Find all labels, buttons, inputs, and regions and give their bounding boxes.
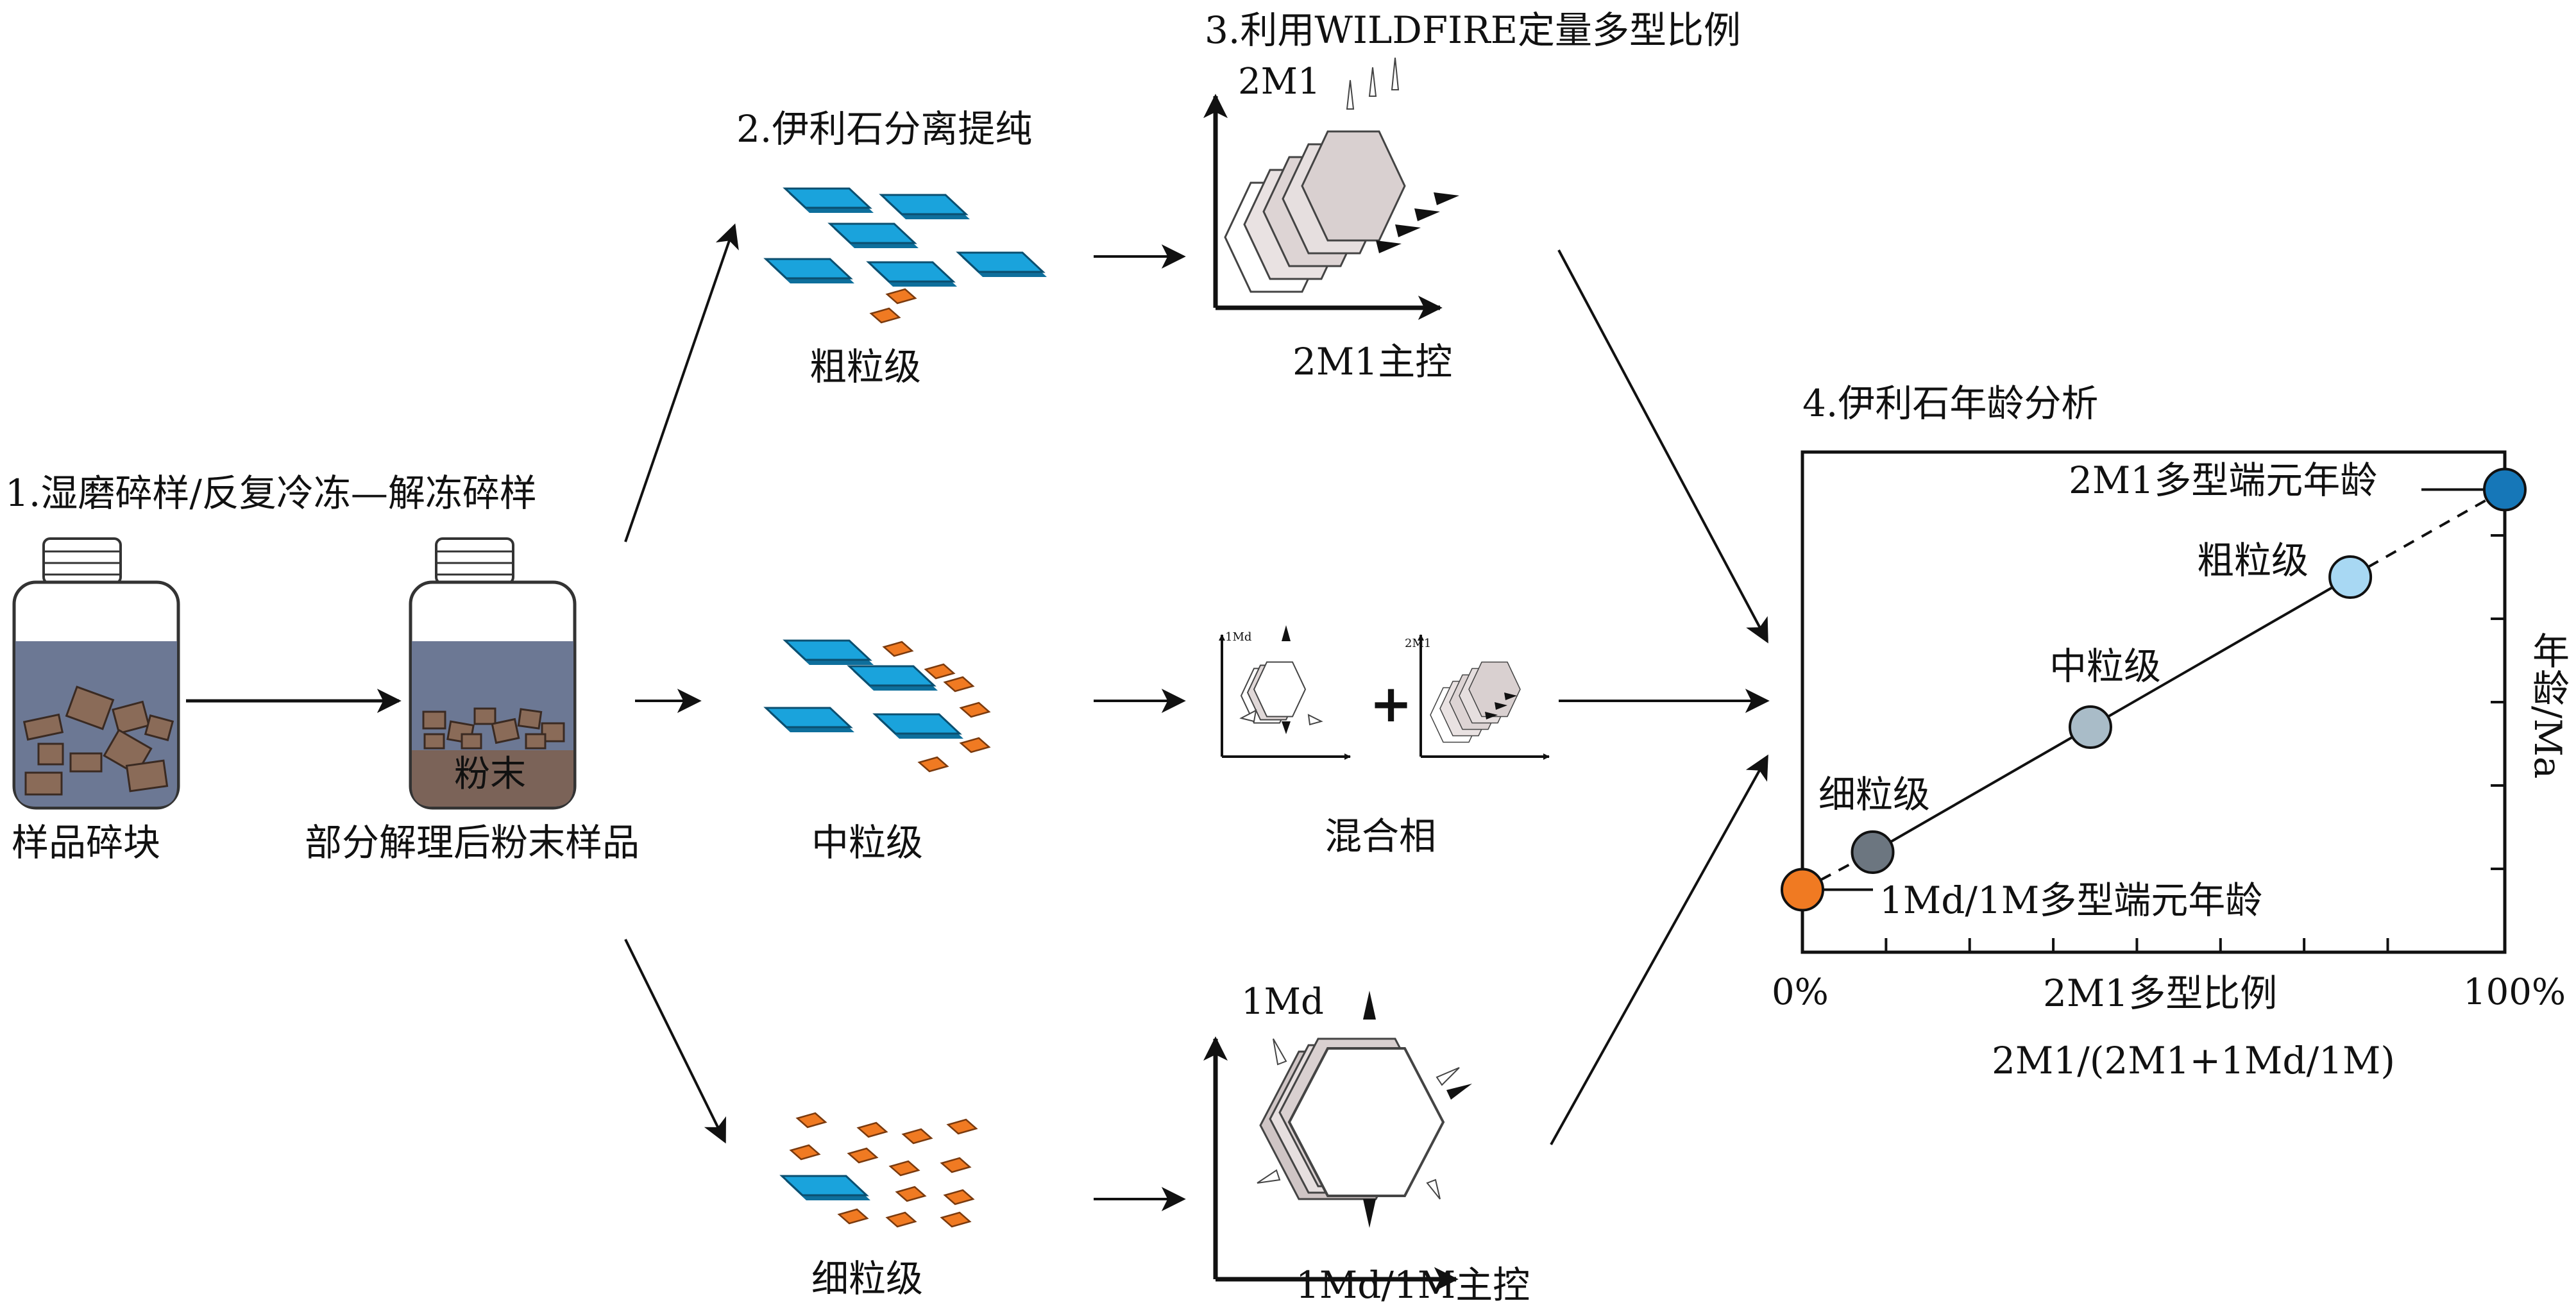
point-medium	[2068, 705, 2112, 749]
y-axis-label: 年龄/Ma	[2526, 632, 2570, 779]
age-chart-plot	[1781, 467, 2527, 912]
arrow-coarse-to-age	[1557, 249, 1768, 644]
fine-axis-label: 1Md	[1241, 981, 1324, 1023]
point-2m1-endmember	[2483, 467, 2527, 512]
jar1-label: 样品碎块	[12, 821, 161, 864]
step4-title: 4.伊利石年龄分析	[1802, 382, 2099, 425]
jar2-label: 部分解理后粉末样品	[305, 821, 640, 864]
point-fine	[1851, 830, 1895, 874]
coarse-fraction-label: 粗粒级	[809, 345, 922, 389]
coarse-caption: 2M1主控	[1292, 340, 1453, 383]
jar-partial-cleavage-powder	[409, 537, 577, 810]
mixed-small-a: 1Md	[1225, 630, 1252, 644]
powder-label: 粉末	[454, 753, 526, 795]
point-1md-endmember	[1781, 868, 1824, 912]
endmember-1md-label: 1Md/1M多型端元年龄	[1879, 878, 2263, 922]
step3-title: 3.利用WILDFIRE定量多型比例	[1205, 8, 1741, 52]
age-chart-frame	[1801, 450, 2507, 954]
trend-solid	[1872, 576, 2351, 853]
x-axis-label: 2M1多型比例	[2043, 971, 2278, 1015]
mixed-small-b: 2M1	[1405, 637, 1432, 650]
step2-title: 2.伊利石分离提纯	[736, 107, 1033, 151]
medium-fraction-label: 中粒级	[811, 821, 924, 864]
coarse-fraction-flakes	[765, 187, 1048, 324]
jar-sample-fragments	[12, 537, 180, 810]
plus-sign: +	[1369, 674, 1412, 734]
fine-fraction-label: 细粒级	[811, 1257, 924, 1300]
mixed-caption: 混合相	[1325, 814, 1437, 858]
point-fine-label: 细粒级	[1818, 773, 1931, 816]
wildfire-fine-panel	[1203, 991, 1472, 1291]
wildfire-coarse-panel	[1203, 57, 1459, 320]
coarse-axis-label: 2M1	[1238, 61, 1321, 103]
point-medium-label: 中粒级	[2049, 644, 2162, 688]
x-tick-min: 0%	[1772, 971, 1829, 1013]
medium-fraction-flakes	[765, 639, 990, 773]
x-axis-formula: 2M1/(2M1+1Md/1M)	[1992, 1039, 2396, 1082]
point-coarse-label: 粗粒级	[2197, 539, 2309, 582]
trend-dashed-high	[2350, 488, 2505, 578]
step1-title: 1.湿磨碎样/反复冷冻—解冻碎样	[5, 471, 537, 515]
wildfire-mixed-panel: +	[1219, 625, 1550, 760]
point-coarse	[2328, 555, 2373, 599]
arrow-fine-to-age	[1550, 754, 1768, 1145]
fine-fraction-flakes	[781, 1112, 978, 1228]
arrow-to-fine	[624, 939, 726, 1144]
fine-caption: 1Md/1M主控	[1296, 1263, 1530, 1307]
x-tick-max: 100%	[2463, 971, 2566, 1013]
arrow-to-coarse	[624, 223, 739, 542]
endmember-2m1-label: 2M1多型端元年龄	[2069, 458, 2378, 502]
